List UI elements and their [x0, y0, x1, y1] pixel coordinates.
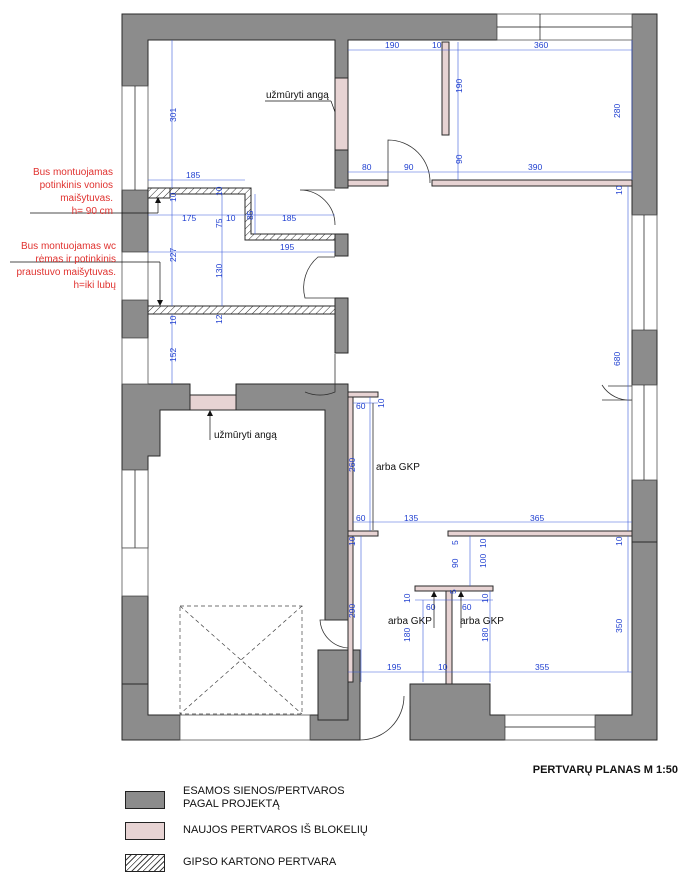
dim-60-a: 60: [356, 401, 366, 411]
dim-12: 12: [214, 314, 224, 324]
dim-75: 75: [214, 218, 224, 228]
dim-195-b: 195: [387, 662, 401, 672]
dim-5: 5: [450, 540, 460, 545]
note-bath-line-2: potinkinis vonios: [40, 180, 113, 191]
note-wc-line-2: rėmas ir potinkinis: [35, 254, 116, 265]
dimension-lines: [148, 40, 633, 682]
existing-walls: [121, 13, 658, 741]
dim-90-v2: 90: [450, 558, 460, 568]
dim-185-b: 185: [282, 213, 296, 223]
dim-10-c: 10: [226, 213, 236, 223]
legend-swatch-wall: [125, 791, 165, 809]
block-partitions: [189, 41, 633, 685]
dim-152: 152: [168, 348, 178, 362]
dim-60-d: 60: [462, 602, 472, 612]
dim-10-i: 10: [402, 593, 412, 603]
dim-135: 135: [404, 513, 418, 523]
stair-outline: [179, 605, 303, 715]
dim-5-b: 5: [448, 589, 458, 594]
dim-301: 301: [168, 108, 178, 122]
legend-swatch-gkp: [125, 854, 165, 872]
dim-10-j: 10: [480, 593, 490, 603]
label-gkp-1: arba GKP: [376, 462, 420, 473]
dim-175: 175: [182, 213, 196, 223]
dim-365: 365: [530, 513, 544, 523]
dim-227: 227: [168, 248, 178, 262]
dim-355: 355: [535, 662, 549, 672]
note-bath-line-4: h= 90 cm: [72, 206, 113, 217]
note-wc-line-4: h=iki lubų: [73, 280, 116, 291]
dim-390: 390: [528, 162, 542, 172]
legend-swatch-block: [125, 822, 165, 840]
dim-10-a: 10: [168, 192, 178, 202]
dim-10-h: 10: [614, 536, 624, 546]
dim-185-top: 185: [186, 170, 200, 180]
note-wc-line-3: praustuvo maišytuvas.: [17, 267, 117, 278]
dim-360: 360: [534, 40, 548, 50]
legend-label-wall: ESAMOS SIENOS/PERTVAROS PAGAL PROJEKTĄ: [183, 785, 345, 810]
dim-260: 260: [347, 458, 357, 472]
dim-130: 130: [214, 264, 224, 278]
dim-60-b: 60: [356, 513, 366, 523]
dimension-texts: 190 10 360 190 280 90 80 90 390 10 301 1…: [168, 40, 624, 672]
label-close-opening-1: užmūryti angą: [266, 90, 329, 101]
dim-100: 100: [478, 554, 488, 568]
doors: [299, 139, 633, 741]
dim-10-d: 10: [168, 315, 178, 325]
windows: [121, 13, 658, 741]
legend-gkp-partitions: GIPSO KARTONO PERTVARA: [125, 854, 336, 872]
dim-10-k: 10: [438, 662, 448, 672]
note-bath-line-3: maišytuvas.: [60, 193, 113, 204]
dim-10-top: 10: [432, 40, 442, 50]
note-bath-mixer: Bus montuojamas potinkinis vonios maišyt…: [33, 167, 113, 217]
dim-10-right: 10: [614, 185, 624, 195]
note-wc-frame: Bus montuojamas wc rėmas ir potinkinis p…: [17, 241, 117, 291]
dim-180-b: 180: [480, 628, 490, 642]
plan-labels: užmūryti angą užmūryti angą arba GKP arb…: [214, 90, 504, 627]
label-close-opening-2: užmūryti angą: [214, 430, 277, 441]
dim-190-vert: 190: [454, 79, 464, 93]
dim-680: 680: [612, 352, 622, 366]
dim-190-top: 190: [385, 40, 399, 50]
dim-350: 350: [614, 619, 624, 633]
dim-290: 290: [347, 604, 357, 618]
dim-10-g: 10: [478, 538, 488, 548]
dim-180-a: 180: [402, 628, 412, 642]
label-gkp-3: arba GKP: [460, 616, 504, 627]
note-bath-line-1: Bus montuojamas: [33, 167, 113, 178]
note-wc-line-1: Bus montuojamas wc: [21, 241, 116, 252]
dim-195: 195: [280, 242, 294, 252]
label-gkp-2: arba GKP: [388, 616, 432, 627]
plan-title: PERTVARŲ PLANAS M 1:50: [532, 764, 678, 776]
legend-block-partitions: NAUJOS PERTVAROS IŠ BLOKELIŲ: [125, 822, 368, 840]
dim-280: 280: [612, 104, 622, 118]
legend-label-gkp: GIPSO KARTONO PERTVARA: [183, 856, 337, 868]
floor-plan: 190 10 360 190 280 90 80 90 390 10 301 1…: [10, 13, 658, 741]
legend-existing-walls: ESAMOS SIENOS/PERTVAROS PAGAL PROJEKTĄ: [125, 785, 345, 811]
dim-10-f: 10: [347, 536, 357, 546]
dim-90: 90: [404, 162, 414, 172]
dim-85: 85: [245, 210, 255, 220]
legend-label-block: NAUJOS PERTVAROS IŠ BLOKELIŲ: [183, 824, 368, 836]
gkp-partitions: [147, 187, 336, 315]
dim-90-vert: 90: [454, 154, 464, 164]
dim-60-c: 60: [426, 602, 436, 612]
dim-10-e: 10: [376, 398, 386, 408]
dim-80: 80: [362, 162, 372, 172]
leader-lines: [10, 100, 464, 628]
dim-10-b: 10: [214, 186, 224, 196]
